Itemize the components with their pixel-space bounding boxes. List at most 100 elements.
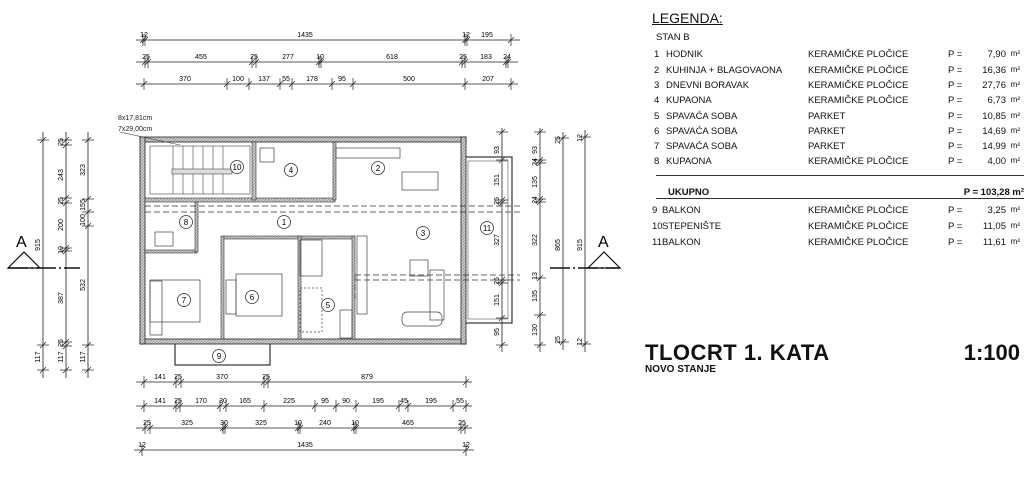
dimension-label: 151 bbox=[494, 294, 501, 306]
dimension-label: 25 bbox=[142, 54, 150, 61]
dimension-label: 25 bbox=[250, 54, 258, 61]
dimension-label: 117 bbox=[58, 351, 65, 362]
dimension-label: 322 bbox=[532, 234, 539, 246]
dimension-label: 387 bbox=[58, 292, 65, 304]
room-name: STEPENIŠTE bbox=[662, 221, 722, 232]
room-number-label: 10 bbox=[233, 163, 242, 172]
room-area: 3,25 bbox=[987, 205, 1007, 216]
room-marker: 8 bbox=[179, 215, 193, 229]
room-name: SPAVAĆA SOBA bbox=[666, 126, 738, 137]
dimension-label: 325 bbox=[181, 420, 193, 427]
dimension-label: 25 bbox=[262, 374, 270, 381]
room-marker: 7 bbox=[177, 293, 191, 307]
room-name: BALKON bbox=[662, 237, 701, 248]
dimension-label: 25 bbox=[58, 138, 65, 146]
dimension-label: 1435 bbox=[297, 442, 313, 449]
area-unit: m² bbox=[1010, 111, 1020, 120]
dimension-label: 165 bbox=[239, 398, 251, 405]
room-material: KERAMIČKE PLOČICE bbox=[808, 65, 909, 76]
room-number: 2 bbox=[654, 65, 660, 76]
dimension-label: 170 bbox=[195, 398, 207, 405]
room-marker: 6 bbox=[245, 290, 259, 304]
dimension-label: 25 bbox=[174, 374, 182, 381]
dimension-label: 155 bbox=[80, 199, 87, 211]
room-material: PARKET bbox=[808, 141, 846, 152]
dimension-label: 95 bbox=[338, 76, 346, 83]
room-marker: 2 bbox=[371, 161, 385, 175]
area-unit: m² bbox=[1010, 49, 1020, 58]
dimension-label: 25 bbox=[494, 277, 501, 285]
room-marker: 5 bbox=[321, 298, 335, 312]
total-label: UKUPNO bbox=[668, 187, 710, 198]
outer-walls bbox=[139, 136, 467, 345]
drawing-subtitle: NOVO STANJE bbox=[645, 364, 716, 375]
room-number: 9 bbox=[652, 205, 658, 216]
area-prefix: P = bbox=[948, 95, 963, 106]
room-material: KERAMIČKE PLOČICE bbox=[808, 49, 909, 60]
room-number: 6 bbox=[654, 126, 660, 137]
dimension-label: 178 bbox=[306, 76, 318, 83]
dimension-label: 25 bbox=[58, 197, 65, 205]
dimension-label: 95 bbox=[321, 398, 329, 405]
room-area: 16,36 bbox=[982, 65, 1006, 76]
area-unit: m² bbox=[1010, 126, 1020, 135]
room-number-label: 9 bbox=[217, 352, 222, 361]
dimension-label: 25 bbox=[174, 398, 182, 405]
room-material: KERAMIČKE PLOČICE bbox=[808, 237, 909, 248]
dimension-label: 12 bbox=[577, 134, 584, 142]
room-marker: 3 bbox=[416, 226, 430, 240]
dimension-label: 1435 bbox=[297, 32, 313, 39]
room-name: HODNIK bbox=[666, 49, 703, 60]
area-unit: m² bbox=[1010, 205, 1020, 214]
area-prefix: P = bbox=[948, 205, 963, 216]
dimension-label: 879 bbox=[361, 374, 373, 381]
dimension-label: 137 bbox=[258, 76, 270, 83]
divider bbox=[656, 175, 1024, 176]
dimension-label: 100 bbox=[80, 214, 87, 226]
dimension-label: 225 bbox=[283, 398, 295, 405]
svg-text:A: A bbox=[598, 234, 609, 251]
dimension-label: 141 bbox=[154, 374, 166, 381]
staircase bbox=[119, 131, 251, 195]
dimension-label: 500 bbox=[403, 76, 415, 83]
room-name: DNEVNI BORAVAK bbox=[666, 80, 750, 91]
divider bbox=[656, 198, 1024, 199]
dimension-label: 135 bbox=[532, 176, 539, 188]
dimension-label: 10 bbox=[58, 246, 65, 254]
room-number-label: 11 bbox=[483, 224, 492, 233]
section-marker-left: A bbox=[6, 234, 80, 269]
room-material: KERAMIČKE PLOČICE bbox=[808, 80, 909, 91]
room-number-label: 4 bbox=[289, 166, 294, 175]
dimension-label: 30 bbox=[219, 398, 227, 405]
dimension-label: 12 bbox=[138, 442, 146, 449]
dimension-label: 915 bbox=[35, 239, 42, 251]
room-number: 3 bbox=[654, 80, 660, 91]
room-name: KUPAONA bbox=[666, 156, 712, 167]
dimension-label: 93 bbox=[494, 146, 501, 154]
dimension-label: 24 bbox=[532, 158, 539, 166]
balcony-11 bbox=[463, 156, 513, 324]
room-number: 10 bbox=[652, 221, 663, 232]
dimension-label: 465 bbox=[402, 420, 414, 427]
area-unit: m² bbox=[1010, 141, 1020, 150]
dimension-label: 370 bbox=[179, 76, 191, 83]
dimension-label: 455 bbox=[195, 54, 207, 61]
dimension-label: 141 bbox=[154, 398, 166, 405]
dimension-label: 200 bbox=[58, 219, 65, 231]
section-marker-right: A bbox=[550, 234, 622, 269]
dimension-label: 25 bbox=[555, 336, 562, 344]
room-number: 8 bbox=[654, 156, 660, 167]
area-prefix: P = bbox=[948, 221, 963, 232]
room-number: 7 bbox=[654, 141, 660, 152]
dimension-label: 55 bbox=[456, 398, 464, 405]
room-area: 10,85 bbox=[982, 111, 1006, 122]
